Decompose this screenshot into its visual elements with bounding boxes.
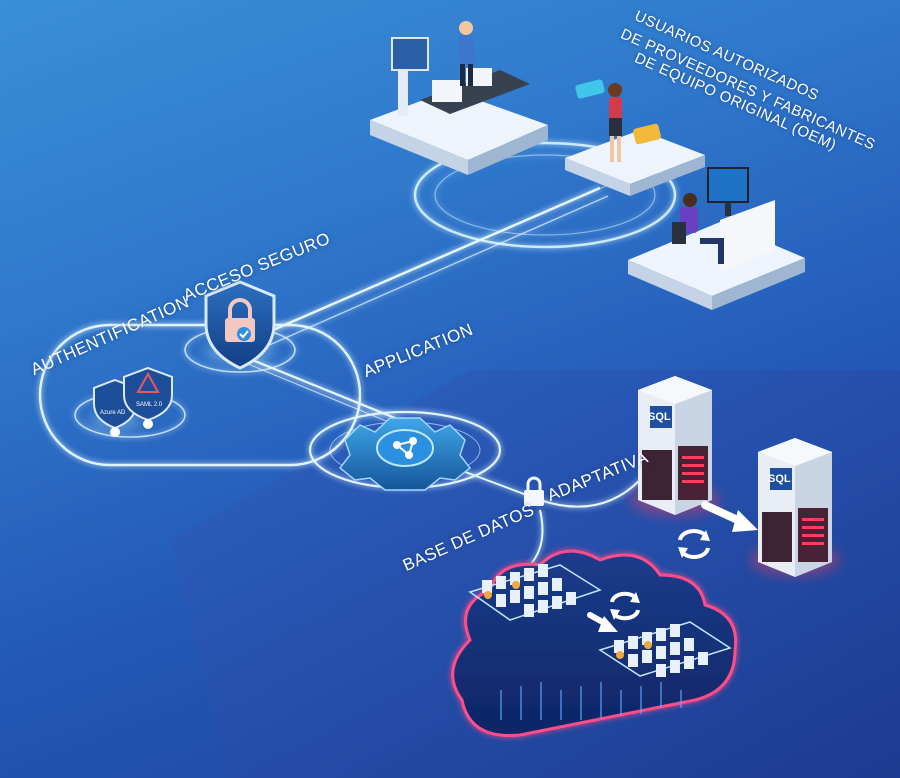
cloud-database xyxy=(451,549,738,738)
file-tray-1 xyxy=(468,564,602,621)
file-tray-2 xyxy=(598,621,732,677)
sql-label-2: SQL xyxy=(768,473,791,485)
auth-badge-saml xyxy=(123,366,173,429)
server-sync-icon xyxy=(678,529,710,559)
auth-badge-saml-label: SAML 2.0 xyxy=(136,402,163,408)
sql-server-2-leds xyxy=(762,508,828,562)
oem-platform-factory xyxy=(370,21,548,175)
oem-users-label: USUARIOS AUTORIZADOS DE PROVEEDORES Y FA… xyxy=(618,7,878,162)
sql-server-2 xyxy=(750,438,840,577)
sql-server-1-leds xyxy=(642,446,708,500)
oem-platform-mobile xyxy=(565,79,705,196)
oem-platform-office xyxy=(628,167,805,310)
server-transfer-arrow-icon xyxy=(701,501,758,532)
oem-ring xyxy=(413,141,677,249)
application-gear-icon xyxy=(308,295,502,491)
cloud-sync-icon xyxy=(610,591,640,621)
oem-label-line-2: DE PROVEEDORES Y FABRICANTES xyxy=(618,25,878,154)
adaptive-lock-icon xyxy=(524,476,544,506)
cloud-transfer-arrow-icon xyxy=(587,612,618,632)
secure-access-shield-icon xyxy=(204,280,276,370)
sql-server-1 xyxy=(630,376,720,516)
sql-label-1: SQL xyxy=(648,411,671,423)
auth-badge-azure-label: Azure AD xyxy=(100,410,126,416)
